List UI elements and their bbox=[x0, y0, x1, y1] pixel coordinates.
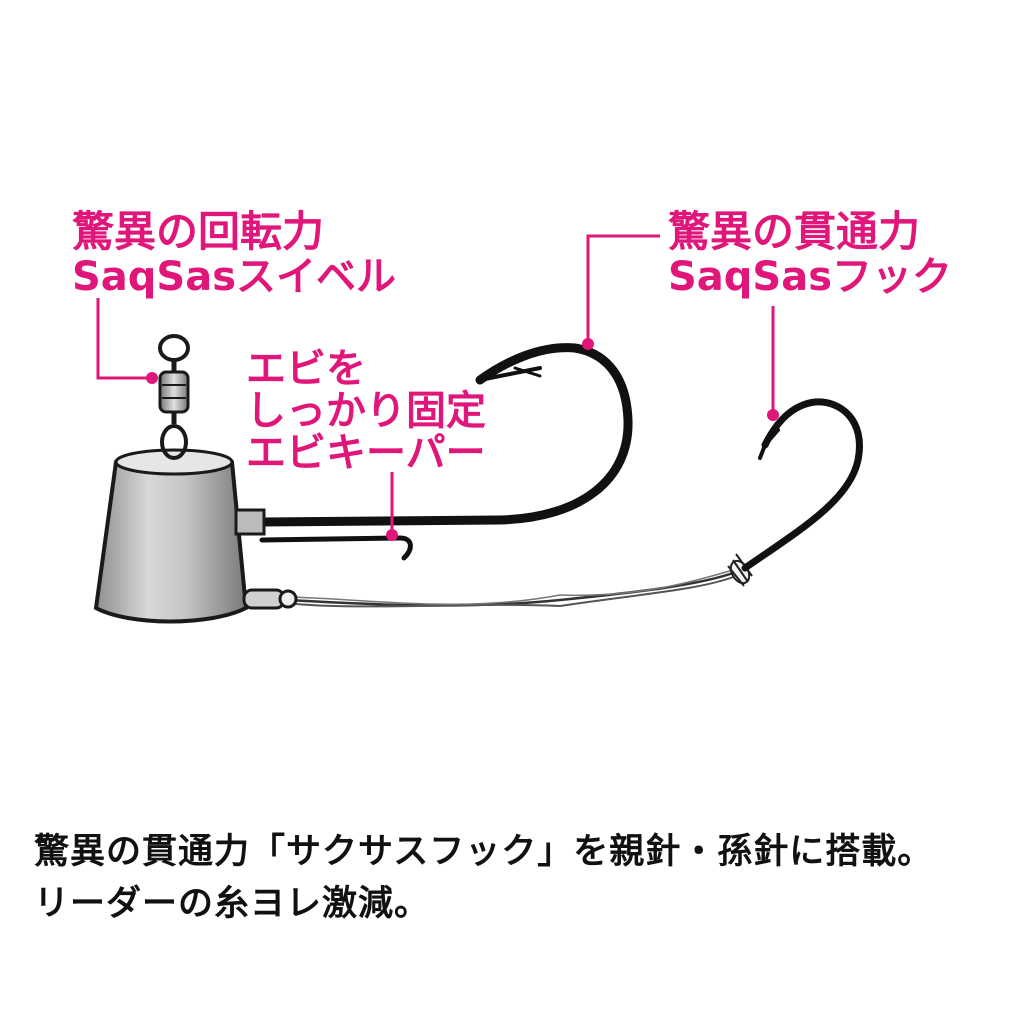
label-swivel-line2: SaqSasスイベル bbox=[72, 254, 396, 300]
shrimp-keeper bbox=[259, 535, 413, 561]
caption-line2: リーダーの糸ヨレ激減。 bbox=[34, 884, 431, 924]
line-knot bbox=[727, 553, 753, 587]
callout-swivel-line bbox=[96, 298, 152, 380]
label-swivel: 驚異の回転力 SaqSasスイベル bbox=[72, 207, 396, 300]
label-keeper-line1: エビを bbox=[246, 346, 366, 392]
caption-line1: 驚異の貫通力「サクサスフック」を親針・孫針に搭載。 bbox=[34, 832, 934, 872]
sinker bbox=[93, 448, 298, 624]
label-hook-line1: 驚異の貫通力 bbox=[668, 207, 920, 256]
label-swivel-line1: 驚異の回転力 bbox=[72, 207, 324, 256]
label-keeper-line3: エビキーパー bbox=[246, 430, 486, 476]
caption: 驚異の貫通力「サクサスフック」を親針・孫針に搭載。 リーダーの糸ヨレ激減。 bbox=[34, 826, 994, 930]
callout-keeper bbox=[386, 472, 398, 541]
callout-hook-dot-stinger bbox=[767, 409, 779, 421]
callout-hook-dot-main bbox=[582, 338, 594, 350]
leader-line bbox=[285, 568, 737, 608]
callout-swivel-dot bbox=[146, 372, 158, 384]
callout-swivel bbox=[96, 298, 158, 384]
label-hook: 驚異の貫通力 SaqSasフック bbox=[668, 207, 952, 300]
label-keeper: エビを しっかり固定 エビキーパー bbox=[246, 346, 486, 476]
callout-hook bbox=[582, 234, 779, 421]
callout-hook-line-main bbox=[586, 234, 660, 344]
main-hook bbox=[257, 343, 633, 527]
stinger-hook bbox=[741, 398, 863, 572]
swivel bbox=[158, 334, 190, 460]
callout-keeper-dot bbox=[386, 529, 398, 541]
label-keeper-line2: しっかり固定 bbox=[246, 388, 486, 434]
label-hook-line2: SaqSasフック bbox=[668, 254, 952, 300]
